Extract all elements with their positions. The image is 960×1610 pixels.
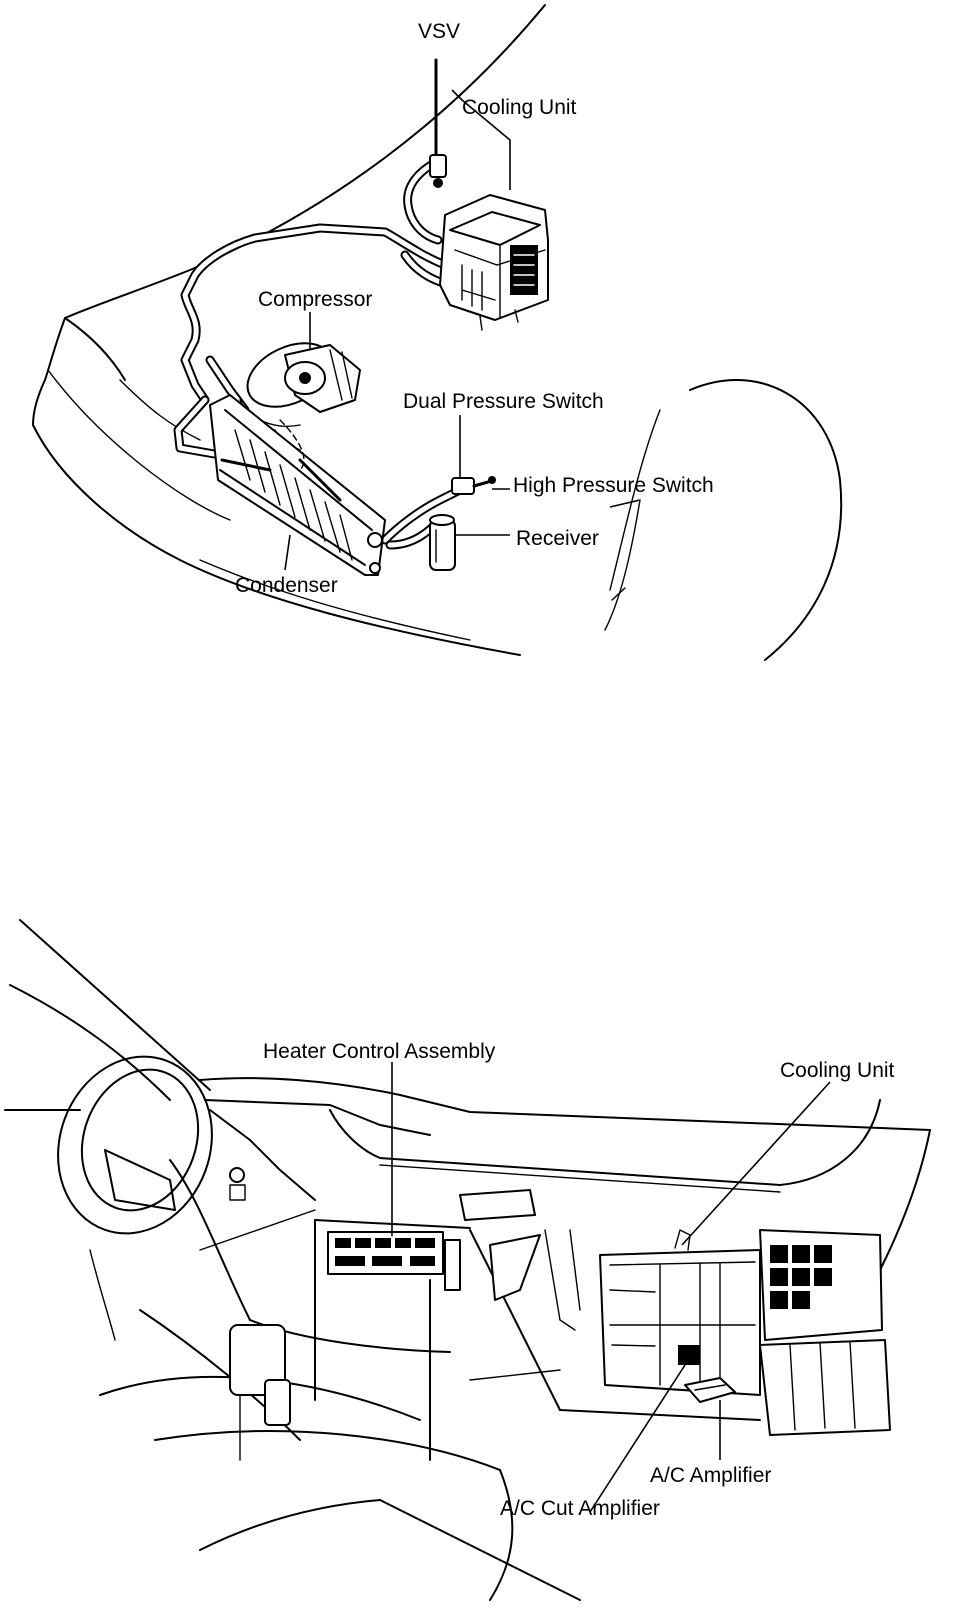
instrument-panel-view: Heater Control Assembly Cooling Unit A/C… xyxy=(4,919,931,1601)
condenser xyxy=(209,394,386,576)
high-pressure-switch-label: High Pressure Switch xyxy=(513,474,714,497)
steering-wheel xyxy=(4,919,213,1341)
receiver xyxy=(429,514,456,571)
heater-control-assembly-label: Heater Control Assembly xyxy=(263,1040,496,1063)
condenser-label: Condenser xyxy=(235,574,338,597)
cabin-view-leader-lines xyxy=(391,1062,831,1513)
heater-ducts xyxy=(459,1189,581,1381)
dual-pressure-switch-label: Dual Pressure Switch xyxy=(403,390,604,413)
dashboard-outline xyxy=(99,1077,931,1601)
heater-control-assembly xyxy=(327,1231,461,1291)
cabin-cooling-unit-label: Cooling Unit xyxy=(780,1059,895,1082)
ac-cut-amplifier-label: A/C Cut Amplifier xyxy=(500,1497,660,1520)
compressor-label: Compressor xyxy=(258,288,372,311)
ac-amplifier-label: A/C Amplifier xyxy=(650,1464,771,1487)
engine-view-leader-lines xyxy=(284,89,641,571)
vsv-label: VSV xyxy=(418,20,460,43)
vsv-valve xyxy=(429,58,447,188)
ac-amplifiers xyxy=(678,1345,736,1403)
receiver-label: Receiver xyxy=(516,527,599,550)
engine-compartment-view: VSV Cooling Unit Compressor Dual Pressur… xyxy=(32,4,843,661)
cooling-unit-cabin-side xyxy=(599,1229,891,1436)
cooling-unit-label: Cooling Unit xyxy=(462,96,577,119)
refrigerant-pipes xyxy=(173,155,465,550)
cooling-unit-engine-side xyxy=(439,194,549,331)
pressure-switches xyxy=(451,476,496,495)
